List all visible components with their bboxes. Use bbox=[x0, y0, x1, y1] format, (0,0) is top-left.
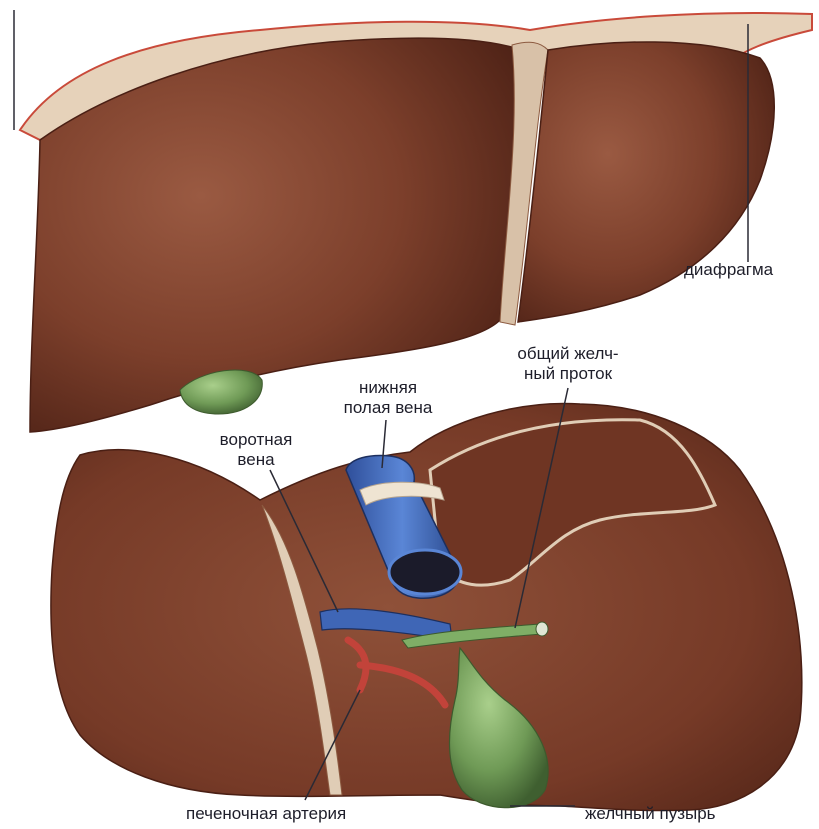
label-portal-vein: воротная вена bbox=[196, 430, 316, 470]
liver-anterior-view bbox=[20, 13, 812, 432]
label-gallbladder: желчный пузырь bbox=[585, 804, 716, 824]
label-ivc-line1: нижняя bbox=[318, 378, 458, 398]
label-portal-line2: вена bbox=[196, 450, 316, 470]
label-diaphragm: диафрагма bbox=[684, 260, 773, 280]
label-common-bile-duct: общий желч- ный проток bbox=[488, 344, 648, 384]
label-cbd-line1: общий желч- bbox=[488, 344, 648, 364]
liver-visceral-view bbox=[51, 403, 802, 810]
label-inferior-vena-cava: нижняя полая вена bbox=[318, 378, 458, 418]
label-hepatic-artery: печеночная артерия bbox=[186, 804, 346, 824]
label-ivc-line2: полая вена bbox=[318, 398, 458, 418]
label-portal-line1: воротная bbox=[196, 430, 316, 450]
label-cbd-line2: ный проток bbox=[488, 364, 648, 384]
